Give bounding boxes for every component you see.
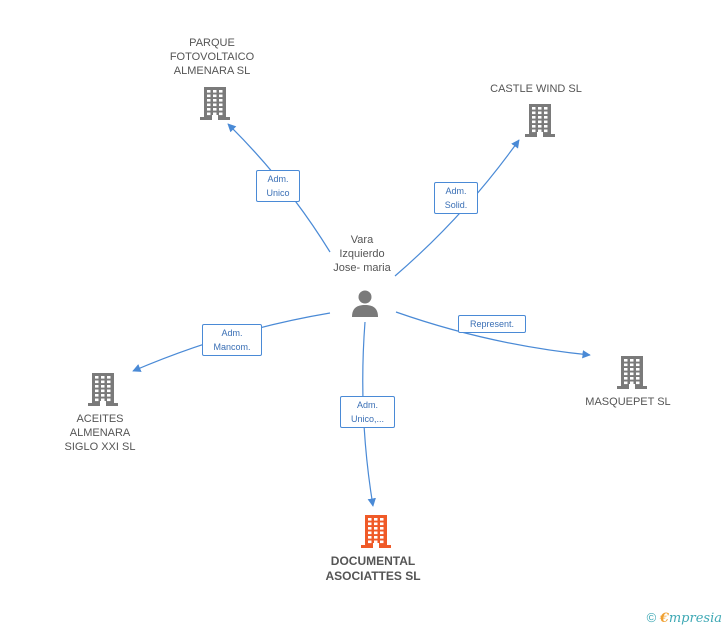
company-label-line: MASQUEPET SL bbox=[585, 396, 671, 408]
relation-label-line: Solid. bbox=[444, 200, 468, 210]
company-label-line: ASOCIATTES SL bbox=[325, 569, 421, 583]
building-icon[interactable] bbox=[360, 514, 392, 553]
relation-label-aceites[interactable]: Adm. Mancom. bbox=[202, 324, 262, 356]
company-label-line: ALMENARA SL bbox=[173, 65, 251, 77]
relation-label-parque[interactable]: Adm. Unico bbox=[256, 170, 300, 202]
relation-label-line: Represent. bbox=[469, 319, 515, 329]
company-label-line: DOCUMENTAL bbox=[330, 554, 416, 568]
company-label-masquepet[interactable]: MASQUEPET SL bbox=[568, 395, 688, 409]
relation-label-documental[interactable]: Adm. Unico,... bbox=[340, 396, 395, 428]
building-icon[interactable] bbox=[524, 103, 556, 142]
relation-edge-masquepet bbox=[395, 311, 591, 359]
company-label-line: ACEITES bbox=[76, 413, 124, 425]
copyright-footer: © €mpresia bbox=[647, 610, 722, 626]
relation-label-line: Mancom. bbox=[213, 342, 251, 352]
relation-label-line: Adm. bbox=[356, 400, 378, 410]
company-label-documental[interactable]: DOCUMENTAL ASOCIATTES SL bbox=[308, 554, 438, 584]
company-label-line: ALMENARA bbox=[69, 427, 131, 439]
company-label-line: PARQUE bbox=[189, 37, 235, 49]
company-label-line: CASTLE WIND SL bbox=[490, 83, 582, 95]
person-name-label[interactable]: Vara Izquierdo Jose- maria bbox=[312, 233, 412, 275]
company-label-line: SIGLO XXI SL bbox=[64, 441, 136, 453]
relation-label-line: Unico bbox=[266, 188, 290, 198]
person-name-line-1: Vara bbox=[350, 234, 374, 246]
company-label-castle[interactable]: CASTLE WIND SL bbox=[476, 82, 596, 96]
person-name-line-2: Izquierdo bbox=[339, 248, 385, 260]
relation-label-line: Adm. bbox=[221, 328, 243, 338]
building-icon[interactable] bbox=[87, 372, 119, 411]
relation-label-line: Unico,... bbox=[350, 414, 384, 424]
person-icon[interactable] bbox=[350, 288, 380, 318]
relation-label-line: Adm. bbox=[267, 174, 289, 184]
building-icon[interactable] bbox=[199, 86, 231, 125]
relation-label-castle[interactable]: Adm. Solid. bbox=[434, 182, 478, 214]
relation-label-line: Adm. bbox=[445, 186, 467, 196]
company-label-aceites[interactable]: ACEITES ALMENARA SIGLO XXI SL bbox=[40, 412, 160, 454]
brand-logo: €mpresia bbox=[659, 611, 722, 626]
company-label-line: FOTOVOLTAICO bbox=[169, 51, 255, 63]
company-label-parque[interactable]: PARQUE FOTOVOLTAICO ALMENARA SL bbox=[152, 36, 272, 78]
building-icon[interactable] bbox=[616, 355, 648, 394]
person-name-line-3: Jose- maria bbox=[333, 262, 391, 274]
copyright-icon: © bbox=[646, 610, 657, 625]
relation-label-masquepet[interactable]: Represent. bbox=[458, 315, 526, 333]
